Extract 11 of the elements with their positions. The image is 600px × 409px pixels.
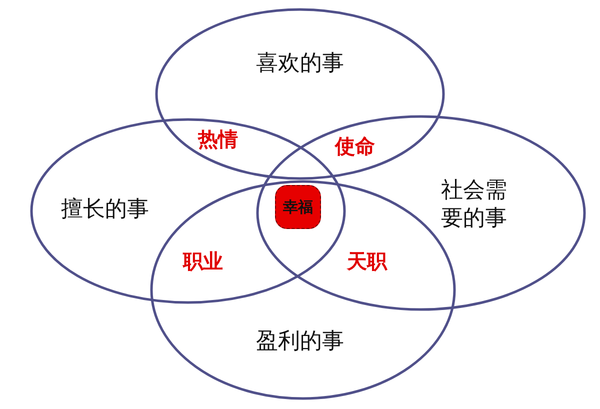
circle-label: 盈利的事 <box>255 328 345 356</box>
circle-label: 社会需要的事 <box>440 177 508 232</box>
overlap-label: 热情 <box>198 126 238 153</box>
circle-label: 喜欢的事 <box>255 50 345 78</box>
circle-label: 擅长的事 <box>60 196 150 224</box>
venn-ellipse <box>155 8 445 180</box>
overlap-label: 使命 <box>335 133 375 160</box>
center-badge: 幸福 <box>275 185 321 229</box>
overlap-label: 职业 <box>183 248 223 275</box>
overlap-label: 天职 <box>347 248 387 275</box>
venn-ellipse <box>256 115 586 311</box>
